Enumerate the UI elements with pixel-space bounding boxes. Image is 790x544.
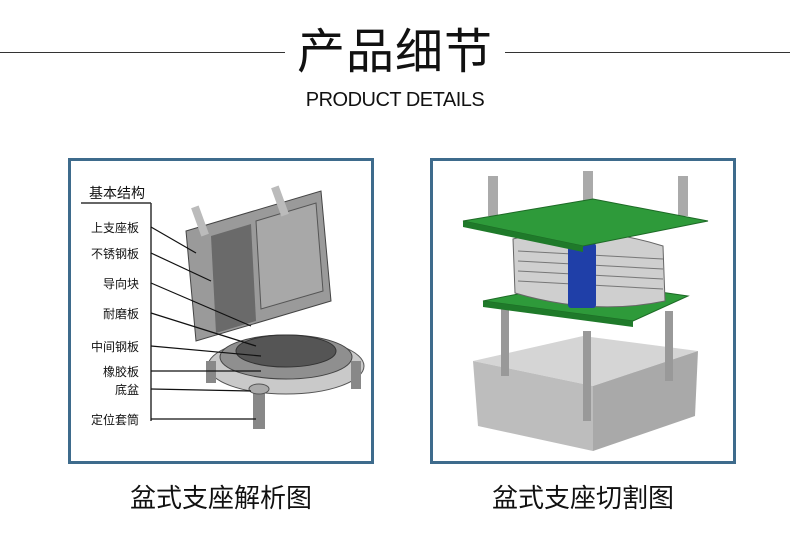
cutaway-view-panel bbox=[430, 158, 736, 464]
part-label: 底盆 bbox=[114, 383, 139, 397]
left-caption: 盆式支座解析图 bbox=[129, 484, 312, 514]
structure-heading: 基本结构 bbox=[89, 186, 145, 202]
right-caption: 盆式支座切割图 bbox=[491, 484, 674, 514]
part-label: 定位套筒 bbox=[90, 413, 139, 427]
part-label: 橡胶板 bbox=[102, 365, 139, 379]
exploded-view-panel: 基本结构 上支座板 不锈钢板 导向块 耐磨板 中间钢板 橡胶板 底盆 定位套筒 bbox=[68, 158, 374, 464]
part-label: 导向块 bbox=[102, 277, 139, 291]
cutaway-bearing-illustration bbox=[462, 171, 709, 451]
part-label: 不锈钢板 bbox=[90, 247, 139, 261]
page-subtitle: PRODUCT DETAILS bbox=[305, 89, 485, 111]
part-label: 中间钢板 bbox=[90, 340, 139, 354]
title-line-right bbox=[505, 52, 790, 53]
exploded-bearing-illustration bbox=[81, 185, 365, 429]
part-label: 耐磨板 bbox=[102, 307, 139, 321]
part-label: 上支座板 bbox=[90, 221, 139, 235]
page-title: 产品细节 bbox=[296, 24, 493, 80]
title-line-left bbox=[0, 52, 285, 53]
